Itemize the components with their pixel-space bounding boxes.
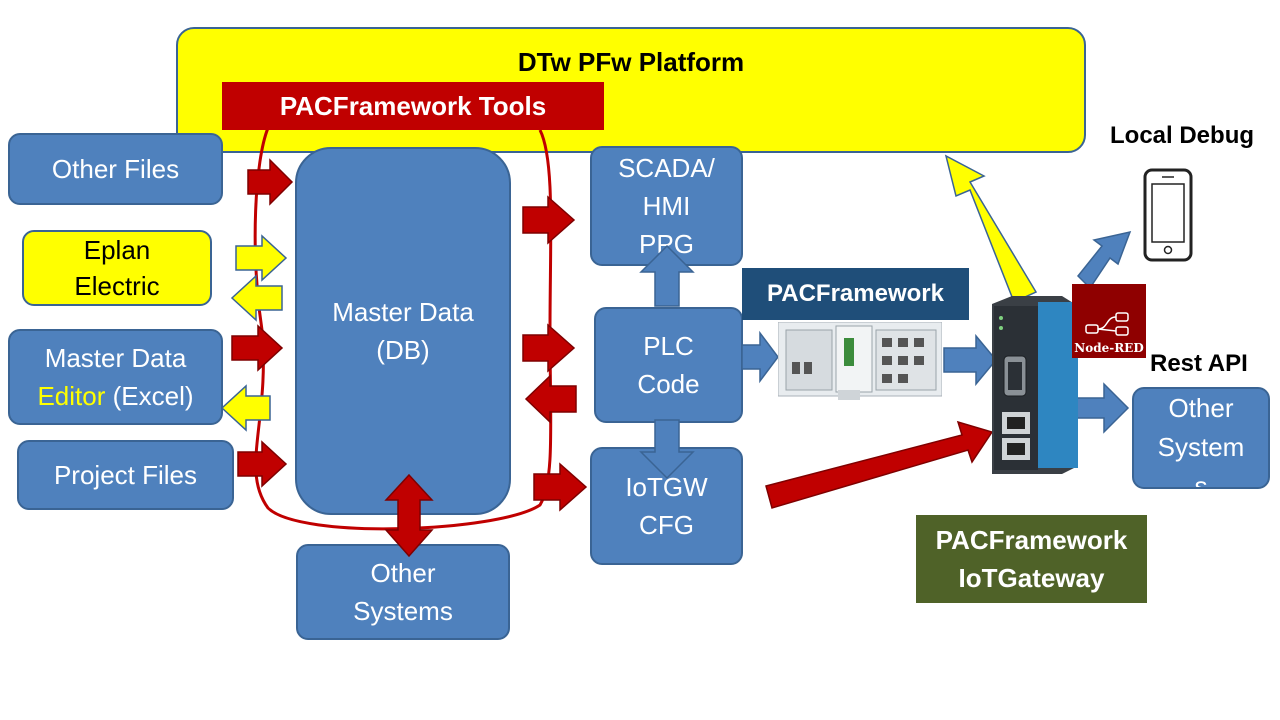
other-systems-right-line-2: System	[1157, 432, 1245, 462]
master-data-db-box: Master Data (DB)	[295, 147, 511, 515]
eplan-electric-box: Eplan Electric	[22, 230, 212, 306]
master-data-editor-box: Master Data Editor (Excel)	[8, 329, 223, 425]
iot-gateway-label-box: PACFramework IoTGateway	[916, 515, 1147, 603]
arrow-gateway-to-platform	[944, 154, 1038, 304]
tools-scope-loop	[253, 127, 553, 531]
arrow-iotgw-to-gateway	[765, 420, 994, 509]
arrow-master-to-scada	[522, 195, 576, 245]
pacframework-label-box: PACFramework	[742, 268, 969, 320]
other-systems-right-line-1: Other	[1168, 393, 1234, 423]
project-files-label: Project Files	[53, 460, 198, 490]
other-systems-right-box: Other System s	[1132, 387, 1270, 489]
iotgw-cfg-box: IoTGW CFG	[590, 447, 743, 565]
arrow-master-to-iotgw	[533, 462, 588, 512]
arrow-project-files-to-master	[237, 440, 288, 488]
arrow-master-editor-to-master	[231, 324, 284, 372]
arrow-master-to-editor	[220, 384, 271, 432]
project-files-box: Project Files	[17, 440, 234, 510]
arrow-other-files-to-master	[247, 158, 294, 206]
platform-title: DTw PFw Platform	[517, 47, 745, 77]
tools-banner: PACFramework Tools	[222, 82, 604, 130]
tools-banner-label: PACFramework Tools	[279, 90, 547, 121]
master-data-line-2: (DB)	[376, 335, 430, 365]
iotgw-line-2: CFG	[639, 510, 694, 540]
arrow-plc-to-iotgw	[639, 419, 695, 480]
iot-gateway-line-2: IoTGateway	[958, 563, 1105, 593]
smartphone-icon	[1143, 168, 1193, 262]
other-files-box: Other Files	[8, 133, 223, 205]
plc-line-2: Code	[637, 369, 700, 399]
arrow-eplan-to-master	[235, 234, 288, 282]
arrow-master-to-eplan	[230, 274, 283, 322]
other-systems-bottom-line-1: Other	[370, 558, 436, 588]
iot-gateway-line-1: PACFramework	[935, 525, 1128, 555]
scada-hmi-ppg-box: SCADA/ HMI PPG	[590, 146, 743, 266]
arrow-plc-to-master	[524, 374, 577, 424]
other-files-label: Other Files	[51, 154, 180, 184]
eplan-line-2: Electric	[74, 271, 160, 301]
rest-api-label: Rest API	[1150, 350, 1248, 377]
other-systems-bottom-box: Other Systems	[296, 544, 510, 640]
master-editor-line-1: Master Data	[44, 343, 187, 373]
arrow-controller-to-gateway	[943, 333, 997, 387]
arrow-plc-to-scada	[639, 244, 695, 307]
arrow-plc-to-controller	[741, 330, 779, 384]
arrow-master-to-plc	[522, 323, 576, 373]
arrow-gateway-to-other-systems	[1073, 382, 1130, 434]
master-editor-editor-word: Editor	[37, 381, 106, 411]
iot-gateway-device-image	[992, 296, 1078, 474]
local-debug-label: Local Debug	[1110, 122, 1255, 149]
plc-controller-image	[778, 322, 942, 400]
arrow-gateway-to-debug	[1076, 230, 1132, 290]
node-red-badge: Node-RED	[1072, 284, 1146, 358]
master-editor-line-2: Editor (Excel)	[37, 377, 193, 415]
other-systems-bottom-line-2: Systems	[353, 596, 453, 626]
plc-code-box: PLC Code	[594, 307, 743, 423]
node-red-label: Node-RED	[1074, 341, 1144, 355]
scada-line-2: HMI	[642, 191, 691, 221]
pacframework-label: PACFramework	[767, 280, 944, 307]
master-editor-excel-word: (Excel)	[112, 381, 194, 411]
arrow-master-other-systems	[384, 473, 434, 558]
node-red-icon	[1085, 312, 1129, 336]
plc-line-1: PLC	[643, 331, 694, 361]
scada-line-1: SCADA/	[618, 153, 715, 183]
other-systems-right-line-3: s	[1194, 471, 1208, 489]
master-data-line-1: Master Data	[332, 297, 474, 327]
eplan-line-1: Eplan	[83, 235, 151, 265]
